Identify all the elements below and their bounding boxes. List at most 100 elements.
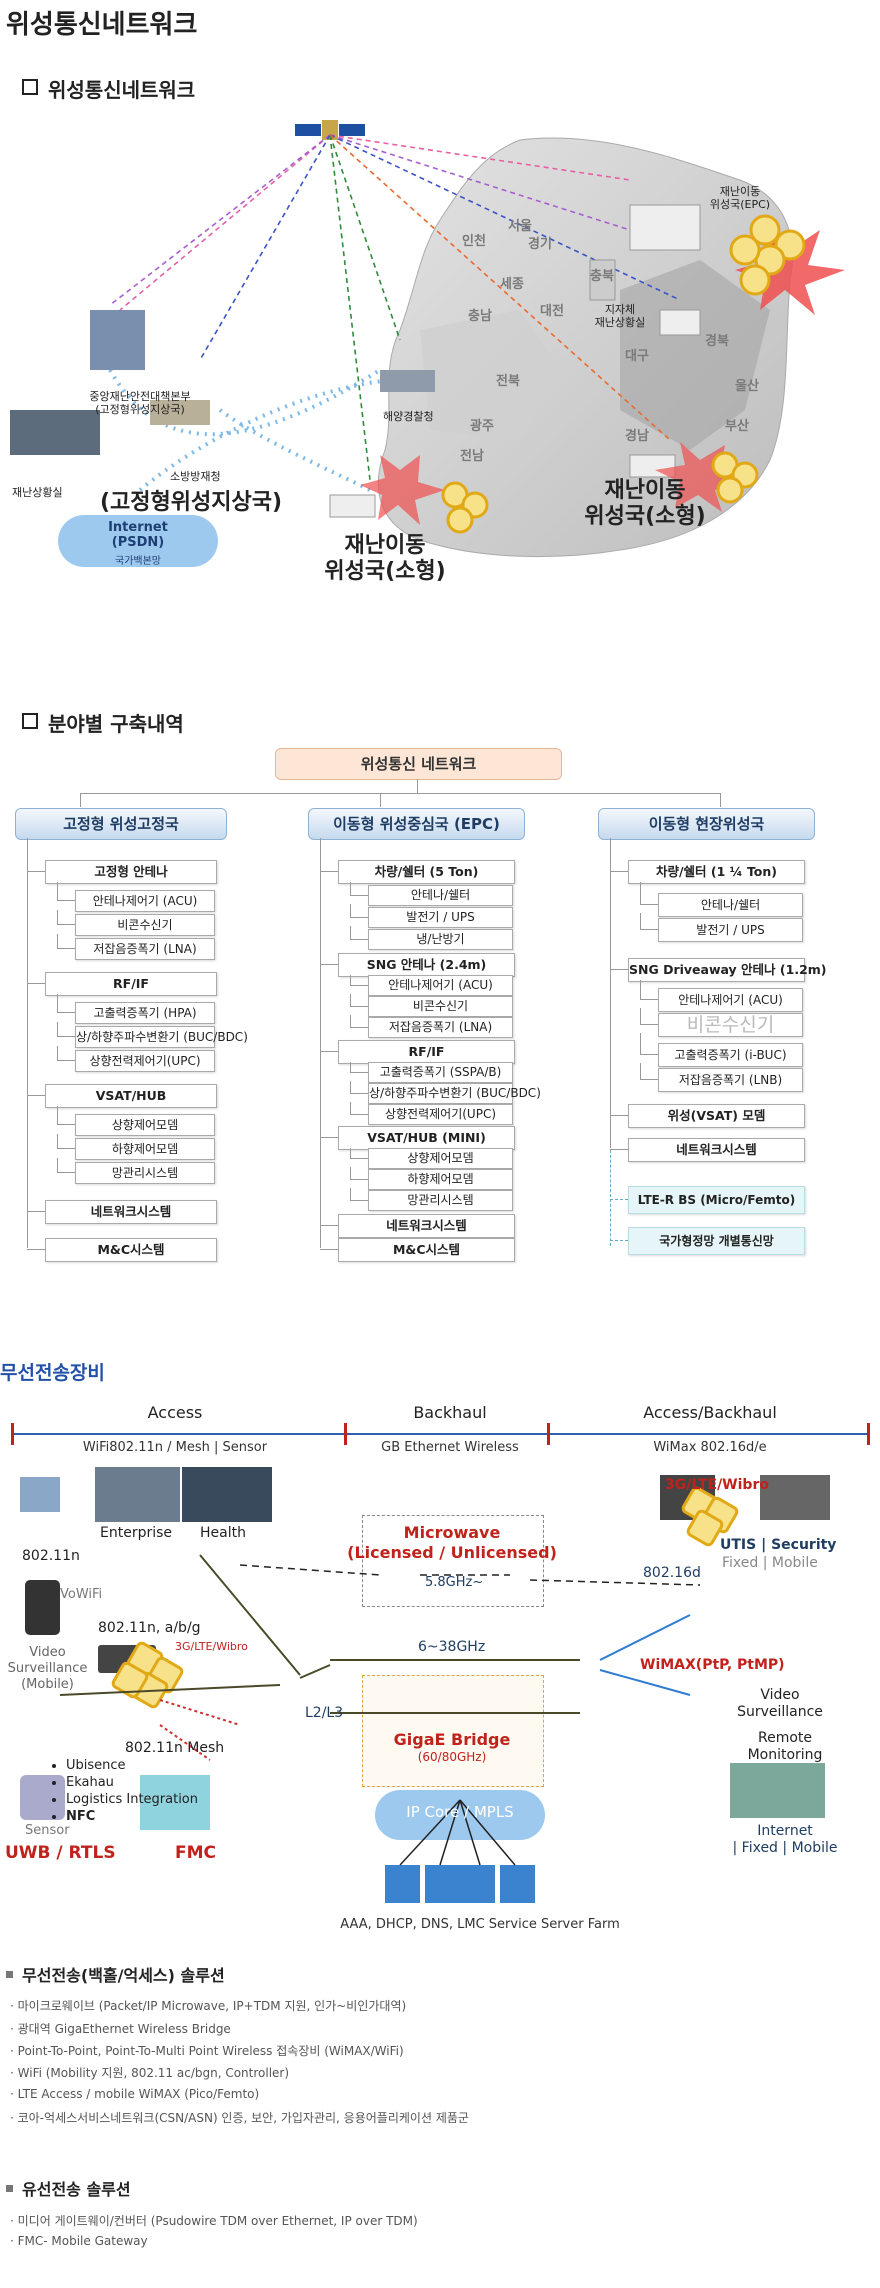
label-80216d: 802.16d bbox=[643, 1565, 701, 1581]
link-line bbox=[199, 1554, 301, 1676]
tree-connector bbox=[417, 779, 418, 793]
tree-connector bbox=[350, 975, 351, 985]
internet-cloud bbox=[58, 515, 218, 567]
label-3glte-small: 3G/LTE/Wibro bbox=[175, 1640, 248, 1653]
map-city-label: 전북 bbox=[496, 373, 520, 389]
label-enterprise: Enterprise bbox=[100, 1525, 173, 1541]
tree-subitem: 발전기 / UPS bbox=[368, 907, 513, 928]
tree-item: VSAT/HUB (MINI) bbox=[338, 1126, 515, 1150]
range-tick bbox=[344, 1423, 347, 1445]
label-aaa: AAA, DHCP, DNS, LMC Service Server Farm bbox=[340, 1917, 620, 1932]
tree-subitem: 저잡음증폭기 (LNA) bbox=[75, 938, 215, 960]
tree-subitem: 발전기 / UPS bbox=[658, 918, 803, 942]
tree-connector bbox=[350, 904, 351, 917]
device-photo bbox=[20, 1477, 60, 1512]
tree-connector bbox=[27, 983, 45, 984]
label-fmc: FMC bbox=[175, 1843, 217, 1863]
tree-subitem: 상향전력제어기(UPC) bbox=[368, 1104, 513, 1125]
tree-item: M&C시스템 bbox=[338, 1238, 515, 1262]
map-city-label: 경남 bbox=[625, 428, 649, 444]
map-city-label: 충남 bbox=[468, 308, 492, 324]
server-icon bbox=[460, 1865, 495, 1903]
sensor-icon bbox=[20, 1775, 65, 1820]
tree-connector bbox=[380, 793, 381, 807]
tree-subitem: 저잡음증폭기 (LNB) bbox=[658, 1068, 803, 1092]
server-icon bbox=[500, 1865, 535, 1903]
label-coast-guard: 해양경찰청 bbox=[383, 410, 434, 423]
tree-connector bbox=[27, 1249, 45, 1250]
tree-subitem: 안테나제어기 (ACU) bbox=[75, 890, 215, 912]
fmc-building bbox=[140, 1775, 210, 1830]
tree-connector bbox=[27, 1211, 45, 1212]
tree-connector bbox=[610, 1150, 611, 1246]
label-microwave: Microwave (Licensed / Unlicensed) bbox=[347, 1523, 557, 1562]
label-central-hq: 중앙재난안전대책본부 (고정형위성지상국) bbox=[89, 390, 191, 416]
link-line bbox=[59, 1684, 281, 1696]
map-city-label: 인천 bbox=[462, 233, 486, 249]
label-utis: UTIS | Security bbox=[720, 1537, 837, 1553]
tree-connector bbox=[350, 938, 368, 940]
tree-subitem: 상향제어모뎀 bbox=[75, 1114, 215, 1136]
tree-connector bbox=[350, 1092, 368, 1094]
map-city-label: 전남 bbox=[460, 448, 484, 464]
label-mobile-small-left: 재난이동 위성국(소형) bbox=[324, 533, 446, 584]
square-bullet-icon bbox=[22, 79, 38, 95]
solution-item: · 광대역 GigaEthernet Wireless Bridge bbox=[10, 2022, 231, 2036]
tree-connector bbox=[57, 1060, 75, 1061]
label-disaster-room: 재난상황실 bbox=[12, 486, 63, 499]
range-sublabel: WiFi802.11n / Mesh | Sensor bbox=[82, 1440, 268, 1455]
laptop-photo bbox=[760, 1475, 830, 1520]
tree-connector bbox=[350, 994, 351, 1006]
central-hq-building bbox=[90, 310, 145, 370]
tree-item: 차량/쉘터 (5 Ton) bbox=[338, 860, 515, 884]
server-icon bbox=[425, 1865, 460, 1903]
tree-connector bbox=[80, 793, 81, 807]
tree-connector bbox=[640, 1008, 641, 1024]
section-heading-network: 위성통신네트워크 bbox=[22, 74, 195, 103]
tree-connector bbox=[27, 871, 45, 872]
tree-connector bbox=[610, 1115, 628, 1116]
range-label: Backhaul bbox=[413, 1403, 487, 1422]
tree-subitem: 안테나제어기 (ACU) bbox=[368, 975, 513, 996]
label-58: 5.8GHz~ bbox=[425, 1575, 484, 1590]
map-city-label: 서울 bbox=[508, 218, 532, 234]
tree-connector bbox=[350, 1015, 351, 1027]
tree-connector bbox=[610, 871, 628, 872]
tree-connector bbox=[320, 1137, 338, 1138]
tree-connector bbox=[350, 1113, 368, 1115]
gigae-box bbox=[362, 1675, 544, 1787]
label-national-net: 국가백본망 bbox=[115, 556, 161, 567]
label-vowifi: VoWiFi bbox=[60, 1587, 103, 1602]
tree-subitem: 안테나/쉘터 bbox=[368, 885, 513, 906]
tree-subitem: 안테나/쉘터 bbox=[658, 893, 803, 917]
tree-connector bbox=[350, 1062, 351, 1072]
tree-connector bbox=[57, 934, 58, 948]
map-city-label: 광주 bbox=[470, 419, 494, 434]
label-80211n: 802.11n bbox=[22, 1548, 80, 1564]
tree-item: VSAT/HUB bbox=[45, 1084, 217, 1108]
map-city-label: 경북 bbox=[705, 333, 729, 349]
label-uwb: UWB / RTLS bbox=[5, 1843, 116, 1863]
tree-connector bbox=[350, 926, 351, 939]
rtls-bullet-item: Ubisence bbox=[66, 1757, 198, 1774]
tree-subitem: 상향제어모뎀 bbox=[368, 1148, 513, 1169]
label-sensor: Sensor bbox=[25, 1823, 70, 1838]
tree-connector bbox=[27, 838, 28, 1248]
solution-item: · FMC- Mobile Gateway bbox=[10, 2234, 148, 2248]
tree-connector bbox=[350, 984, 368, 986]
tree-connector bbox=[350, 882, 351, 895]
range-tick bbox=[11, 1423, 14, 1445]
tree-connector bbox=[640, 999, 658, 1000]
tree-connector bbox=[57, 1172, 75, 1173]
rtls-bullet-item: Ekahau bbox=[66, 1774, 198, 1791]
tree-connector bbox=[610, 1149, 628, 1150]
tree-connector bbox=[57, 1046, 58, 1060]
label-mesh: 802.11n Mesh bbox=[125, 1740, 225, 1756]
map-city-label: 대전 bbox=[540, 303, 564, 319]
label-internet: Internet (PSDN) bbox=[108, 520, 168, 550]
tree-connector bbox=[57, 1022, 58, 1036]
tree-connector bbox=[640, 1024, 658, 1025]
tree-connector bbox=[610, 838, 611, 1148]
link-line bbox=[299, 1664, 331, 1679]
